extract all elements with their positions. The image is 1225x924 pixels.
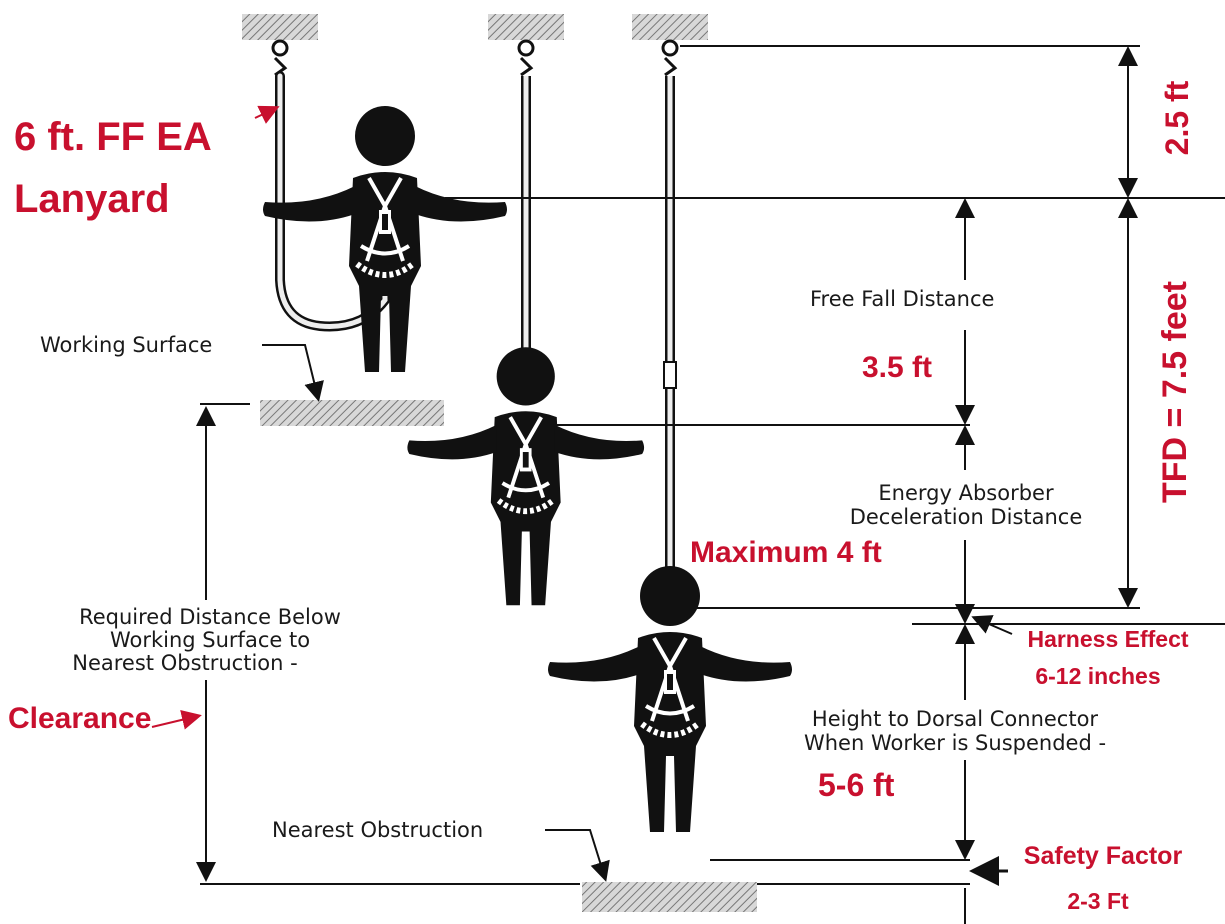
required-distance-label-line3: Nearest Obstruction - bbox=[72, 651, 297, 675]
harness-effect-label-line1: Harness Effect bbox=[1027, 626, 1188, 652]
tfd-value: TFD = 7.5 feet bbox=[1156, 281, 1194, 503]
pointer-arrows bbox=[151, 105, 1013, 886]
dorsal-connector-label-line1: Height to Dorsal Connector bbox=[812, 707, 1099, 731]
worker-suspended bbox=[548, 566, 792, 832]
ceiling-anchors bbox=[242, 14, 708, 77]
clearance-label: Clearance bbox=[8, 702, 151, 735]
energy-absorber-label-line2: Deceleration Distance bbox=[850, 505, 1083, 529]
nearest-obstruction-label: Nearest Obstruction bbox=[272, 818, 483, 842]
dorsal-connector-value: 5-6 ft bbox=[818, 767, 895, 803]
required-distance-label-line2: Working Surface to bbox=[110, 628, 310, 652]
working-surface-label: Working Surface bbox=[40, 333, 212, 357]
energy-absorber-label-line1: Energy Absorber bbox=[878, 481, 1054, 505]
deceleration-max-value: Maximum 4 ft bbox=[690, 536, 882, 569]
safety-factor-label-line1: Safety Factor bbox=[1024, 842, 1183, 870]
obstruction-block bbox=[582, 882, 757, 912]
lanyard-label-line1: 6 ft. FF EA bbox=[14, 115, 212, 159]
free-fall-value: 3.5 ft bbox=[862, 351, 932, 384]
required-distance-label-line1: Required Distance Below bbox=[79, 605, 341, 629]
anchor-block-3 bbox=[632, 14, 708, 40]
reference-lines bbox=[200, 45, 1225, 885]
lanyard-label-line2: Lanyard bbox=[14, 177, 170, 221]
working-surface-block bbox=[260, 400, 444, 426]
top-distance-value: 2.5 ft bbox=[1159, 80, 1195, 155]
worker-standing bbox=[263, 106, 507, 372]
free-fall-distance-label: Free Fall Distance bbox=[810, 287, 994, 311]
anchor-block-2 bbox=[488, 14, 564, 40]
dimension-lines bbox=[196, 46, 1138, 924]
safety-factor-label-line2: 2-3 Ft bbox=[1067, 888, 1129, 914]
energy-absorber-pack bbox=[663, 361, 677, 389]
worker-falling bbox=[407, 347, 644, 605]
lanyards bbox=[275, 71, 677, 572]
harness-effect-label-line2: 6-12 inches bbox=[1035, 663, 1160, 689]
dorsal-connector-label-line2: When Worker is Suspended - bbox=[804, 731, 1106, 755]
anchor-block-1 bbox=[242, 14, 318, 40]
